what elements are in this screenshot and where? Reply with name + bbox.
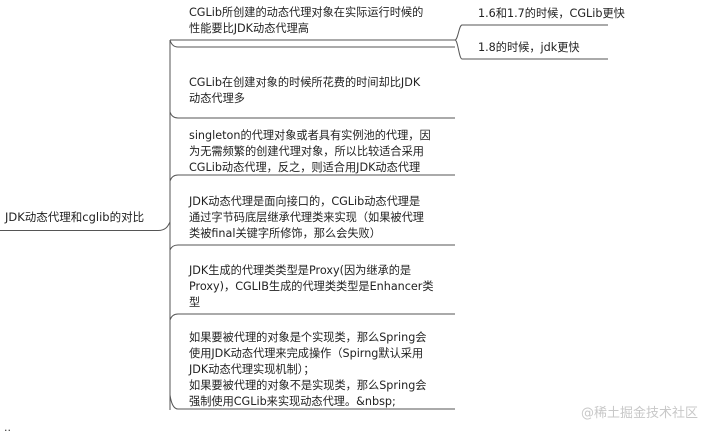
branch-node-3-line-3: CGLib动态代理，反之，则适合用JDK动态代理 <box>189 161 421 174</box>
branch-node-6-line-4: 如果要被代理的对象不是实现类，那么Spring会 <box>189 379 427 392</box>
branch-node-6-line-3: JDK动态代理实现机制）； <box>189 363 315 376</box>
branch-node-4-line-2: 通过字节码底层继承代理类来实现（如果被代理 <box>189 211 424 224</box>
branch-node-3-line-2: 为无需频繁的创建代理对象，所以比较适合采用 <box>189 145 424 158</box>
root-node: JDK动态代理和cglib的对比 <box>5 210 145 224</box>
branch-node-1-line-2: 性能要比JDK动态代理高 <box>189 22 309 35</box>
branch-node-2-line-2: 动态代理多 <box>189 92 245 105</box>
branch-node-4-line-3: 类被final关键字所修饰，那么会失败） <box>189 227 381 240</box>
branch-node-6: 如果要被代理的对象是个实现类，那么Spring会 使用JDK动态代理来完成操作（… <box>189 330 426 410</box>
branch-node-1-line-1: CGLib所创建的动态代理对象在实际运行时候的 <box>189 6 424 19</box>
branch-node-4: JDK动态代理是面向接口的，CGLib动态代理是 通过字节码底层继承代理类来实现… <box>189 194 424 242</box>
branch-node-6-line-2: 使用JDK动态代理来完成操作（Spirng默认采用 <box>189 347 424 360</box>
branch-node-6-line-1: 如果要被代理的对象是个实现类，那么Spring会 <box>189 331 427 344</box>
branch-node-2-line-1: CGLib在创建对象的时候所花费的时间却比JDK <box>189 76 421 89</box>
branch-node-6-line-5: 强制使用CGLib来实现动态代理。&nbsp; <box>189 395 396 408</box>
branch-node-4-line-1: JDK动态代理是面向接口的，CGLib动态代理是 <box>189 195 421 208</box>
branch-node-3-line-1: singleton的代理对象或者具有实例池的代理，因 <box>189 129 431 142</box>
branch-node-1: CGLib所创建的动态代理对象在实际运行时候的 性能要比JDK动态代理高 <box>189 5 423 37</box>
branch-node-5-line-2: Proxy)，CGLIB生成的代理类类型是Enhancer类 <box>189 280 434 293</box>
branch-node-5: JDK生成的代理类类型是Proxy(因为继承的是 Proxy)，CGLIB生成的… <box>189 263 434 311</box>
branch-node-3: singleton的代理对象或者具有实例池的代理，因 为无需频繁的创建代理对象，… <box>189 128 431 176</box>
watermark: @稀土掘金技术社区 <box>580 406 698 421</box>
sub-branch-node-1-line-1: 1.6和1.7的时候，CGLib更快 <box>478 7 625 20</box>
branch-node-2: CGLib在创建对象的时候所花费的时间却比JDK 动态代理多 <box>189 75 420 107</box>
sub-branch-node-2-line-1: 1.8的时候，jdk更快 <box>478 41 580 54</box>
branch-node-5-line-3: 型 <box>189 296 201 309</box>
branch-node-5-line-1: JDK生成的代理类类型是Proxy(因为继承的是 <box>189 264 412 277</box>
sub-branch-node-2: 1.8的时候，jdk更快 <box>478 40 580 56</box>
sub-branch-node-1: 1.6和1.7的时候，CGLib更快 <box>478 6 625 22</box>
